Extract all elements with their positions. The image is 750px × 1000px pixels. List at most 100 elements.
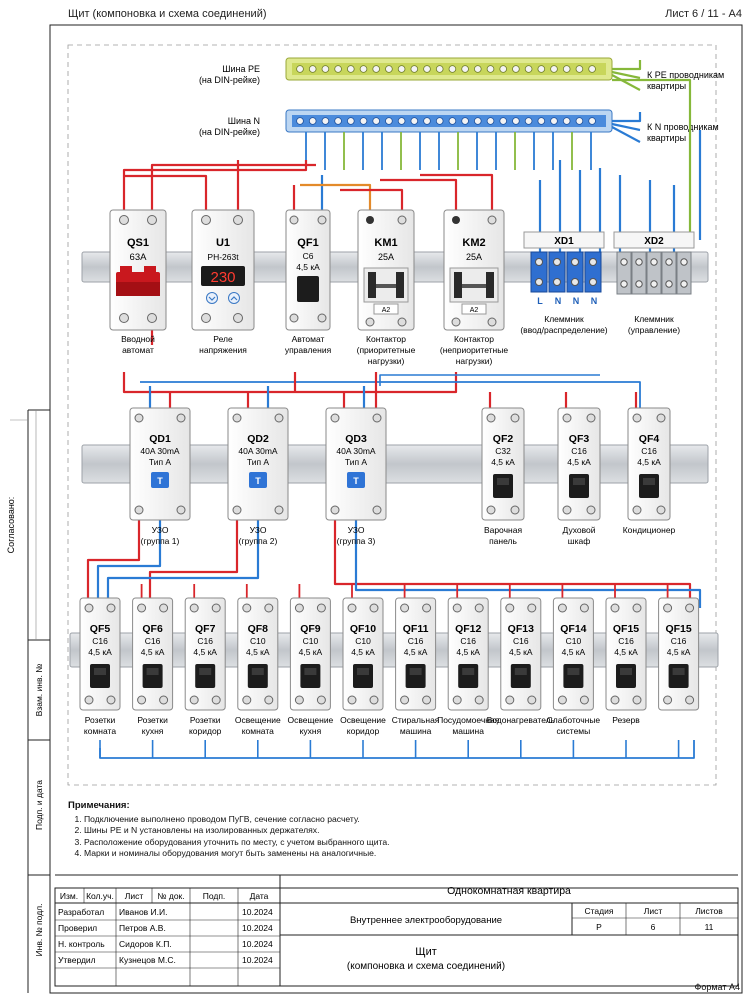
xd1-caption: Клеммник bbox=[544, 314, 584, 324]
qf15b-code: QF15 bbox=[665, 623, 691, 635]
xd1-code: XD1 bbox=[554, 236, 574, 247]
qf15b-handle[interactable] bbox=[668, 664, 689, 688]
qf1-breaking: 4,5 кА bbox=[296, 262, 320, 272]
terminal-xd2[interactable]: XD2 Клеммник (управление) bbox=[613, 231, 695, 335]
qf5-handle[interactable] bbox=[90, 664, 110, 688]
qf3-handle[interactable] bbox=[569, 474, 589, 498]
qf4-handle[interactable] bbox=[639, 474, 659, 498]
qf10-caption-2: коридор bbox=[347, 726, 380, 736]
qd1-caption: УЗО bbox=[152, 525, 169, 535]
qd3-test-button[interactable] bbox=[347, 472, 365, 488]
side-strip: Согласовано: Взам. инв. № Подп. и дата И… bbox=[6, 409, 50, 993]
module-qf1[interactable]: QF1 C6 4,5 кА Автомат управления bbox=[285, 209, 332, 355]
qs1-code: QS1 bbox=[127, 237, 149, 249]
qf14-caption: Слаботочные bbox=[547, 715, 601, 725]
km2-coil-tag: A2 bbox=[470, 307, 479, 314]
wiring bbox=[86, 60, 702, 759]
km1-caption-2: (приоритетные bbox=[357, 345, 416, 355]
qf9-handle[interactable] bbox=[300, 664, 321, 688]
sheet-format: Формат А4 bbox=[694, 982, 740, 992]
row-date-4: 10.2024 bbox=[242, 955, 273, 965]
side-inv-podl: Инв. № подл. bbox=[34, 904, 44, 957]
qd2-test-button[interactable] bbox=[249, 472, 267, 488]
qf8-caption: Освещение bbox=[235, 715, 281, 725]
note-item: Подключение выполнено проводом ПуГВ, сеч… bbox=[84, 814, 588, 826]
qd2-code: QD2 bbox=[247, 433, 269, 445]
u1-display: 230 bbox=[210, 269, 235, 286]
qf15b-rating: C16 bbox=[671, 636, 687, 646]
module-qs1[interactable]: QS1 63A Вводной автомат bbox=[109, 209, 167, 355]
qd3-test-label: T bbox=[353, 476, 359, 486]
qf2-handle[interactable] bbox=[493, 474, 513, 498]
u1-down-button[interactable] bbox=[206, 292, 218, 304]
qf11-handle[interactable] bbox=[405, 664, 426, 688]
sheet-frame bbox=[49, 24, 743, 994]
qf5-breaking: 4,5 кА bbox=[88, 647, 112, 657]
row-name-4: Кузнецов М.С. bbox=[119, 955, 176, 965]
qf6-rating: C16 bbox=[145, 636, 161, 646]
qs1-caption: Вводной bbox=[121, 334, 155, 344]
km1-coil-tag: A2 bbox=[382, 307, 391, 314]
u1-up-button[interactable] bbox=[228, 292, 240, 304]
qf15a-breaking: 4,5 кА bbox=[614, 647, 638, 657]
qf7-handle[interactable] bbox=[195, 664, 216, 688]
qf10-rating: C10 bbox=[355, 636, 371, 646]
qf3-code: QF3 bbox=[569, 433, 590, 445]
qd2-caption: УЗО bbox=[250, 525, 267, 535]
km2-caption: Контактор bbox=[454, 334, 494, 344]
qf1-handle[interactable] bbox=[297, 276, 319, 302]
u1-caption-2: напряжения bbox=[199, 345, 247, 355]
row-name-3: Сидоров К.П. bbox=[119, 939, 172, 949]
qf12-code: QF12 bbox=[455, 623, 481, 635]
u1-code: U1 bbox=[216, 237, 230, 249]
qf2-caption: Варочная bbox=[484, 525, 523, 535]
busbar-n: Шина N (на DIN-рейке) К N проводникам кв… bbox=[199, 109, 719, 143]
qf8-handle[interactable] bbox=[247, 664, 268, 688]
qd2-caption-2: (группа 2) bbox=[239, 536, 278, 546]
qf10-handle[interactable] bbox=[353, 664, 373, 688]
qd1-test-button[interactable] bbox=[151, 472, 169, 488]
qf12-handle[interactable] bbox=[458, 664, 479, 688]
qf7-breaking: 4,5 кА bbox=[193, 647, 217, 657]
qf3-breaking: 4,5 кА bbox=[567, 457, 591, 467]
stamp-sheet-label: Лист bbox=[644, 906, 663, 916]
qf6-handle[interactable] bbox=[142, 664, 163, 688]
notes: Примечания: Подключение выполнено провод… bbox=[68, 800, 588, 860]
n-right-label-sub: квартиры bbox=[647, 133, 686, 143]
module-km1[interactable]: KM1 25A A2 Контактор (приоритетные нагру… bbox=[357, 209, 416, 366]
qf13-handle[interactable] bbox=[510, 664, 531, 688]
module-km2[interactable]: KM2 25A A2 Контактор (неприоритетные наг… bbox=[440, 209, 508, 366]
terminal-xd1[interactable]: XD1 L N N N Клеммник (ввод/распределение… bbox=[520, 231, 608, 335]
km1-caption: Контактор bbox=[366, 334, 406, 344]
side-soglasovano: Согласовано: bbox=[6, 497, 16, 554]
qf4-caption: Кондиционер bbox=[623, 525, 676, 535]
qf9-breaking: 4,5 кА bbox=[299, 647, 323, 657]
qf14-handle[interactable] bbox=[563, 664, 584, 688]
xd1-mark-l: L bbox=[537, 296, 543, 306]
module-u1[interactable]: U1 РН-263t 230 Реле напряжения bbox=[191, 209, 255, 355]
qf15a-handle[interactable] bbox=[616, 664, 636, 688]
qf2-rating: C32 bbox=[495, 446, 511, 456]
sheet-header-number: Лист 6 / 11 - А4 bbox=[665, 8, 742, 20]
qs1-rating: 63A bbox=[130, 252, 148, 263]
pe-right-label-sub: квартиры bbox=[647, 81, 686, 91]
qf11-rating: C16 bbox=[408, 636, 424, 646]
